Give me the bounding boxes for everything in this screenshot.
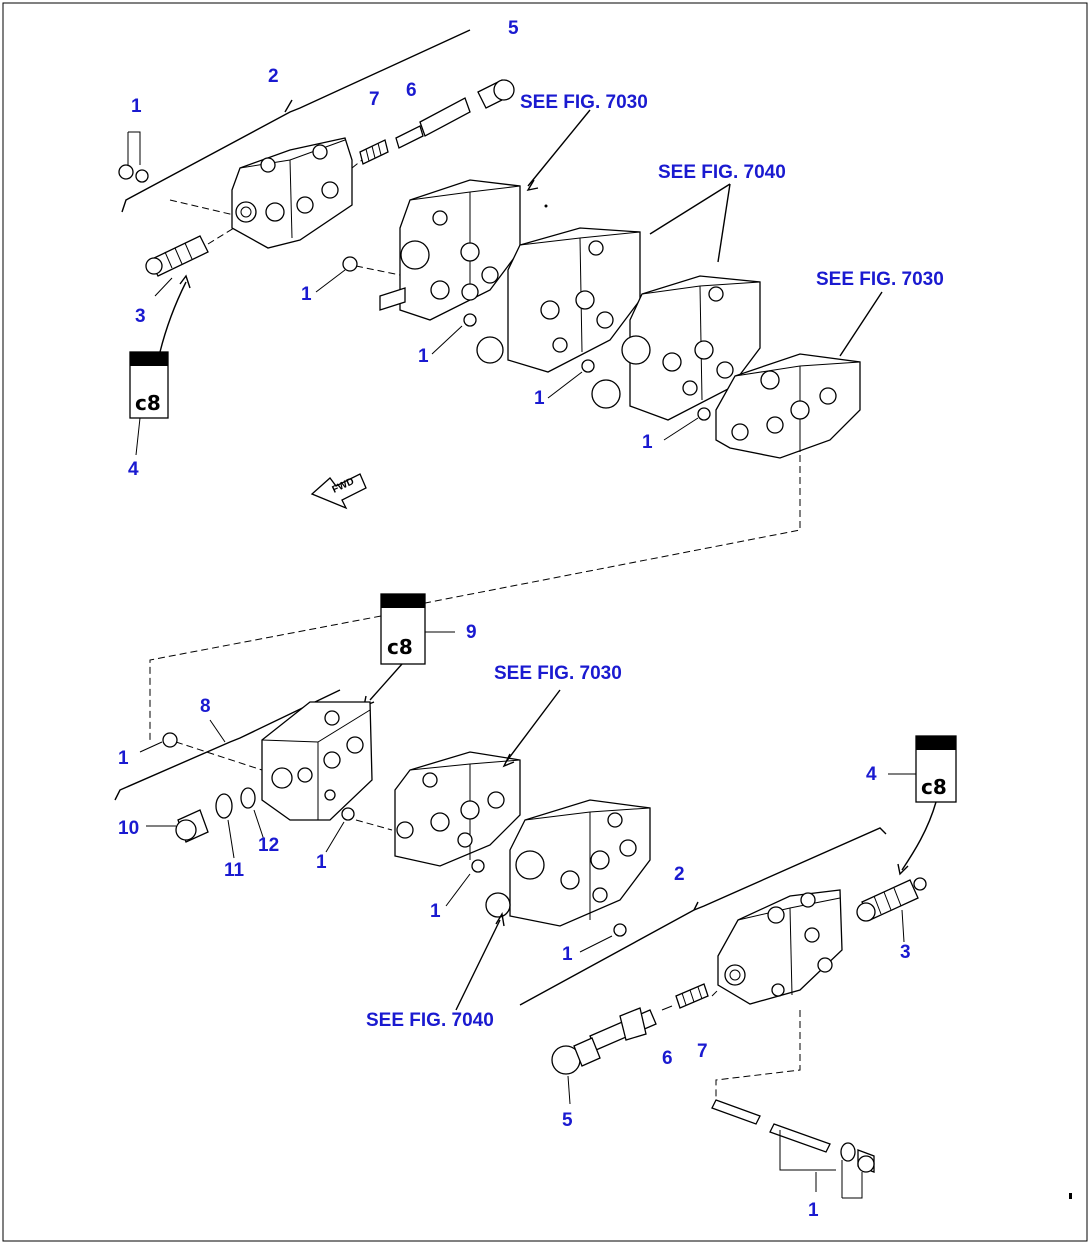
spool-part-6-lower xyxy=(589,1007,657,1051)
valve-section-7030-a xyxy=(379,179,521,321)
leader-fig7040-c xyxy=(455,919,501,1011)
inlet-block-part-8 xyxy=(261,701,373,821)
oring-part-1-d xyxy=(697,407,711,421)
callout-1-f: 1 xyxy=(316,852,327,873)
callout-1-b: 1 xyxy=(418,346,429,367)
plug-part-5-lower xyxy=(551,1037,601,1075)
callout-1-lower: 1 xyxy=(808,1200,819,1221)
callout-1-d: 1 xyxy=(642,432,653,453)
stud-part-1-lower xyxy=(711,1099,875,1173)
callout-11: 11 xyxy=(224,860,245,881)
leader-fig7040-b xyxy=(717,183,731,263)
arrow-tag-to-switch-lower xyxy=(901,801,937,871)
callout-4-upper: 4 xyxy=(128,459,139,480)
bracket-2-lower xyxy=(519,827,887,1006)
oring-part-1-a xyxy=(342,256,358,272)
fig-ref-7040-a: SEE FIG. 7040 xyxy=(658,162,786,183)
leader-fig7030-b xyxy=(839,291,883,357)
spool-part-6-upper xyxy=(395,125,424,149)
callout-1-h: 1 xyxy=(562,944,573,965)
bracket-8 xyxy=(114,689,341,801)
oring-part-1-c xyxy=(581,359,595,373)
callout-7-upper: 7 xyxy=(369,89,380,110)
callout-1-upper: 1 xyxy=(131,96,142,117)
spring-part-7-lower xyxy=(675,983,709,1009)
callout-4-lower: 4 xyxy=(866,764,877,785)
tag-part-9: c8 xyxy=(380,593,426,665)
fig-ref-7030-a: SEE FIG. 7030 xyxy=(520,92,648,113)
spring-part-7-upper xyxy=(359,139,389,165)
tag-part-4-lower: c8 xyxy=(915,735,957,803)
fig-ref-7030-b: SEE FIG. 7030 xyxy=(816,269,944,290)
end-valve-block-lower xyxy=(717,889,843,1005)
oring-part-1-b xyxy=(463,313,477,327)
switch-part-3-lower xyxy=(856,877,927,922)
svg-text:c8: c8 xyxy=(387,635,413,659)
fig-ref-7030-c: SEE FIG. 7030 xyxy=(494,663,622,684)
bracket-2-upper xyxy=(121,29,471,213)
nut-part-1 xyxy=(118,164,134,180)
callout-12: 12 xyxy=(258,835,279,856)
arrow-tag9-to-block xyxy=(369,663,403,701)
leader-fig7030-a xyxy=(527,109,591,187)
valve-section-7030-b xyxy=(715,353,861,459)
valve-section-7040-a xyxy=(476,227,641,373)
plug-part-10 xyxy=(175,809,209,843)
callout-1-g: 1 xyxy=(430,901,441,922)
fwd-arrow-icon: FWD xyxy=(310,473,367,510)
tag-part-4-upper: c8 xyxy=(129,351,169,419)
callout-7-lower: 7 xyxy=(697,1041,708,1062)
oring-part-1-g xyxy=(471,859,485,873)
callout-5-lower: 5 xyxy=(562,1110,573,1131)
fig-ref-7040-c: SEE FIG. 7040 xyxy=(366,1010,494,1031)
leader-1 xyxy=(128,131,141,165)
callout-6-upper: 6 xyxy=(406,80,417,101)
callout-1-a: 1 xyxy=(301,284,312,305)
leader-fig7040-a xyxy=(649,183,731,235)
callout-6-lower: 6 xyxy=(662,1048,673,1069)
callout-3-lower: 3 xyxy=(900,942,911,963)
callout-2-lower: 2 xyxy=(674,864,685,885)
callout-1-c: 1 xyxy=(534,388,545,409)
end-valve-block-upper xyxy=(231,137,353,249)
valve-section-7040-c xyxy=(485,799,651,927)
washer-part-11 xyxy=(215,793,233,819)
callout-2-upper: 2 xyxy=(268,66,279,87)
oring-part-1-h xyxy=(613,923,627,937)
washer-part-1 xyxy=(135,169,149,183)
oring-part-12 xyxy=(240,787,256,809)
callout-8: 8 xyxy=(200,696,211,717)
valve-section-7040-b xyxy=(591,275,761,421)
svg-text:c8: c8 xyxy=(135,391,161,415)
callout-10: 10 xyxy=(118,818,139,839)
svg-text:c8: c8 xyxy=(921,775,947,799)
callout-3-upper: 3 xyxy=(135,306,146,327)
plug-part-5-upper xyxy=(419,79,515,137)
leader-fig7030-c xyxy=(505,689,561,763)
callout-1-e: 1 xyxy=(118,748,129,769)
callout-5-upper: 5 xyxy=(508,18,519,39)
switch-part-3-upper xyxy=(145,235,209,277)
oring-part-1-e xyxy=(162,732,178,748)
oring-part-1-f xyxy=(341,807,355,821)
valve-section-7030-c xyxy=(394,751,521,867)
callout-9: 9 xyxy=(466,622,477,643)
arrow-tag-to-switch xyxy=(159,281,187,353)
